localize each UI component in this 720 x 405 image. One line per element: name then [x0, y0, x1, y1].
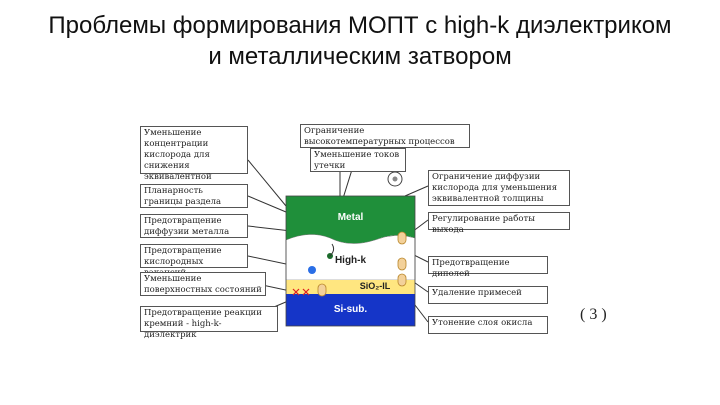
- left-box-surface-states: Уменьшение поверхностных состояний: [140, 272, 266, 296]
- highk-label: High-k: [334, 255, 367, 266]
- left-box-oxygen-vacancies: Предотвращение кислородных вакансий: [140, 244, 248, 278]
- si-substrate-label: Si-sub.: [333, 304, 368, 315]
- right-box-work-function: Регулирование работы выхода: [428, 212, 570, 235]
- left-box-oxygen-concentration: Уменьшение концентрации кислорода для сн…: [140, 126, 248, 193]
- si-layer-shape: [286, 294, 415, 326]
- right-box-oxygen-diffusion: Ограничение диффузии кислорода для умень…: [428, 170, 570, 206]
- metal-label: Metal: [337, 212, 364, 223]
- slide-title: Проблемы формирования МОПТ с high-k диэл…: [0, 10, 720, 72]
- oxygen-core-icon: [392, 176, 398, 182]
- top-box-leakage-current: Уменьшение токов утечки: [310, 148, 406, 172]
- title-line-1: Проблемы формирования МОПТ с high-k диэл…: [48, 12, 672, 39]
- sio2-label: SiO₂-IL: [359, 281, 391, 291]
- left-box-interface-planarity: Планарность границы раздела: [140, 184, 248, 208]
- right-box-oxide-thinning: Утонение слоя окисла: [428, 316, 548, 334]
- highk-layer-shape: [285, 234, 416, 281]
- top-box-high-temperature: Ограничение высокотемпературных процессо…: [300, 124, 470, 148]
- left-box-silicon-reaction: Предотвращение реакции кремний - high-k-…: [140, 306, 278, 340]
- left-box-metal-diffusion: Предотвращение диффузии металла: [140, 214, 248, 238]
- reference-number: ( 3 ): [580, 306, 607, 323]
- vacancy-icon: [308, 266, 316, 274]
- right-box-dipoles: Предотвращение диполей: [428, 256, 548, 279]
- title-line-2: и металлическим затвором: [208, 43, 512, 70]
- right-box-impurity-removal: Удаление примесей: [428, 286, 548, 304]
- defect-marks-icon: [292, 288, 310, 296]
- metal-layer-shape: [286, 196, 415, 244]
- dipole-icons: [317, 231, 407, 297]
